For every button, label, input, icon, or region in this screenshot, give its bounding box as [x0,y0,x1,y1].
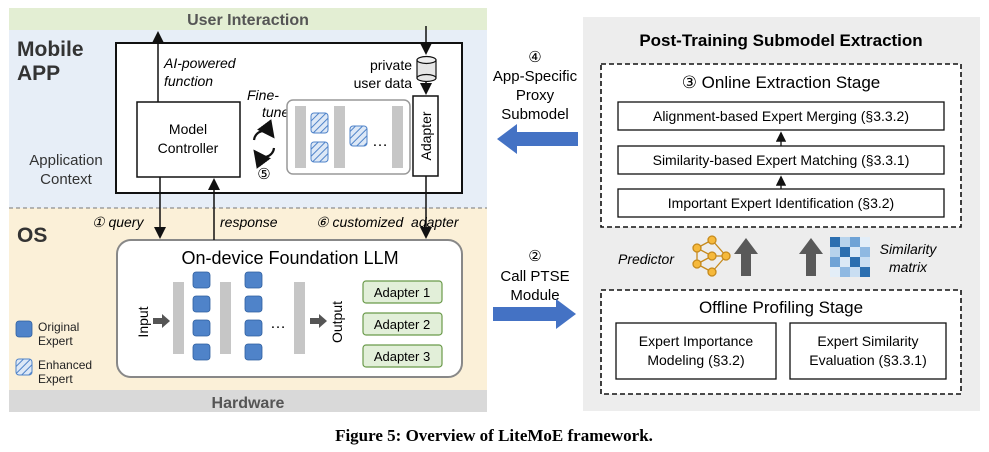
predictor-label: Predictor [618,251,675,267]
fine-tune-line2: tune [262,104,289,120]
output-label: Output [329,301,345,343]
importance-line1: Expert Importance [639,333,754,349]
adapter-2-box [362,312,443,336]
call-line1: Call PTSE [500,268,569,285]
mobile-app-label-1: Mobile [17,38,84,61]
importance-line2: Modeling (§3.2) [647,352,744,368]
offline-stage-title: Offline Profiling Stage [699,298,863,317]
adapter-1-box [362,280,443,304]
original-expert [192,319,211,337]
step2-marker: ② [528,248,541,265]
response-label: response [220,214,278,230]
llm-title: On-device Foundation LLM [181,248,398,268]
input-label: Input [135,306,151,337]
private-data-line2: user data [354,75,413,91]
similarity-up-arrow [799,238,823,276]
step-merging-label: Alignment-based Expert Merging (§3.3.2) [653,108,909,124]
similarity-eval-line2: Evaluation (§3.3.1) [809,352,927,368]
mobile-app-label-2: APP [17,62,60,85]
adapter-1-label: Adapter 1 [374,285,430,300]
output-arrow [310,314,327,328]
step4-marker: ④ [528,49,541,66]
proxy-line1: App-Specific [493,68,578,85]
enhanced-expert [310,112,329,134]
application-context-1: Application [29,152,102,169]
similarity-line2: matrix [889,259,928,275]
database-icon [416,55,437,83]
hardware-label: Hardware [212,395,285,412]
step-matching-box [617,145,945,175]
similarity-line1: Similarity [880,241,938,257]
enhanced-expert [349,125,368,147]
user-interaction-label: User Interaction [187,12,309,29]
input-arrow [153,314,170,328]
original-expert [244,319,263,337]
application-context-2: Context [40,171,93,188]
model-controller-line1: Model [169,121,207,137]
hardware-band [9,390,487,412]
ptse-title: Post-Training Submodel Extraction [639,31,922,50]
step-identification-box [617,188,945,218]
legend-enhanced-line2: Expert [38,372,73,386]
legend-original-line1: Original [38,320,79,334]
original-expert [192,271,211,289]
similarity-eval-line1: Expert Similarity [817,333,918,349]
proxy-line2: Proxy [516,87,555,104]
legend-original-swatch [15,320,33,338]
legend-enhanced-swatch [15,358,33,376]
original-expert [244,343,263,361]
original-expert [244,271,263,289]
query-label: ① query [92,214,144,230]
private-data-line1: private [370,57,412,73]
figure-caption: Figure 5: Overview of LiteMoE framework. [335,426,653,445]
enhanced-expert [310,141,329,163]
fine-tune-line1: Fine- [247,87,279,103]
original-expert [192,343,211,361]
llm-ellipsis: … [270,315,286,332]
model-controller-box [136,101,241,178]
step5-marker: ⑤ [257,166,270,183]
similarity-eval-box [789,322,947,380]
adapter-2-label: Adapter 2 [374,317,430,332]
proxy-line3: Submodel [501,106,569,123]
step-matching-label: Similarity-based Expert Matching (§3.3.1… [653,152,910,168]
online-stage-title: ③ Online Extraction Stage [682,73,881,92]
step-identification-label: Important Expert Identification (§3.2) [668,195,894,211]
neural-network-icon [692,235,731,277]
refresh-icon [252,119,276,169]
call-arrow [493,299,576,329]
adapter-3-box [362,344,443,368]
legend-enhanced-line1: Enhanced [38,358,92,372]
predictor-up-arrow [734,238,758,276]
ellipsis: … [372,133,388,150]
os-label: OS [17,224,47,247]
adapter-3-label: Adapter 3 [374,349,430,364]
ai-powered-line1: AI-powered [163,55,237,71]
proxy-arrow [497,124,578,154]
adapter-vertical-label: Adapter [418,111,434,160]
step-merging-box [617,101,945,131]
model-controller-line2: Controller [158,140,219,156]
original-expert [244,295,263,313]
legend-original-line2: Expert [38,334,73,348]
user-interaction-band [9,8,487,30]
ai-powered-line2: function [164,73,213,89]
customized-adapter-label: ⑥ customized adapter [316,214,460,230]
call-line2: Module [510,287,559,304]
importance-modeling-box [615,322,777,380]
original-expert [192,295,211,313]
similarity-matrix-icon [830,237,870,277]
adapter-vertical-box [412,95,439,177]
